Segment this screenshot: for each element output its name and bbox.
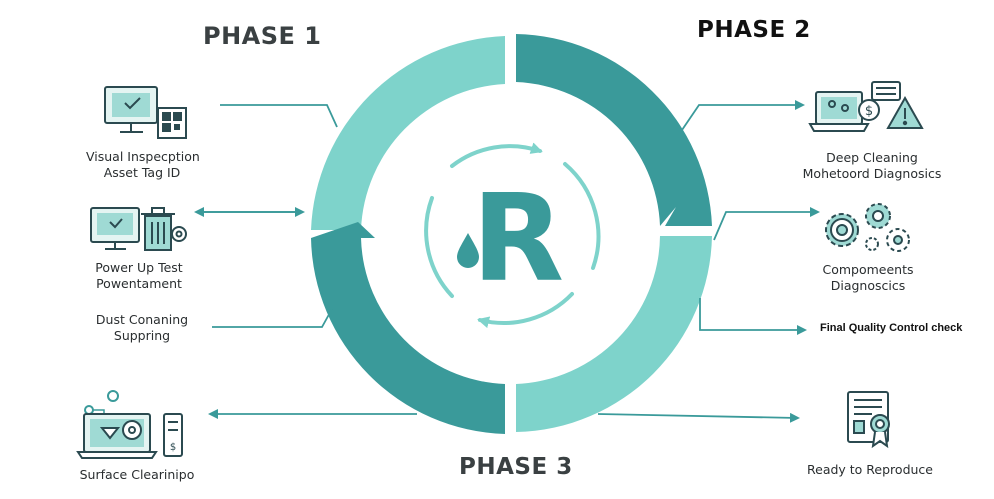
ring-segment-bottom-right — [516, 236, 712, 432]
left-connectors — [194, 104, 417, 419]
connector-visual-inspection — [220, 104, 338, 128]
cycle-ring — [311, 34, 712, 434]
ring-segment-top-left — [311, 36, 505, 230]
ring-segment-bottom-left — [311, 222, 505, 434]
connector-ready — [597, 412, 800, 423]
inner-cycle-arrows — [424, 142, 601, 329]
step-surface-cleaning: Surface Clearinipo — [64, 467, 210, 483]
step-label-line: Surface Clearinipo — [79, 467, 195, 482]
laptop-warning-icon: $ — [808, 81, 924, 132]
inner-arrow-left — [424, 196, 454, 298]
step-label-line: Diagnoscics — [830, 278, 906, 293]
svg-text:$: $ — [865, 104, 873, 119]
connector-deep-cleaning — [681, 100, 805, 131]
step-final-quality-control: Final Quality Control check — [820, 322, 963, 334]
step-label-line: Power Up Test — [95, 260, 183, 275]
laptop-gear-device-icon: $ — [76, 390, 183, 459]
step-power-up-test: Power Up Test Powentament — [84, 260, 194, 292]
certificate-icon — [847, 391, 890, 449]
step-label-line: Compomeents — [822, 262, 914, 277]
inner-arrow-top — [450, 142, 543, 168]
step-visual-inspection: Visual Inspecption Asset Tag ID — [86, 149, 200, 181]
connector-components — [713, 207, 820, 241]
step-label-line: Deep Cleaning — [826, 150, 918, 165]
step-components-diagnostics: Compomeents Diagnoscics — [812, 262, 924, 294]
monitor-trash-gear-icon — [90, 207, 187, 251]
step-label-line: Dust Conaning — [95, 312, 189, 327]
step-label-line: Ready to Reproduce — [807, 462, 933, 477]
monitor-qr-icon — [104, 86, 187, 139]
inner-arrow-bottom — [477, 292, 574, 329]
step-label-line: Asset Tag ID — [103, 165, 181, 180]
step-label-line: Powentament — [96, 276, 182, 291]
step-label-line: Mohetoord Diagnosics — [802, 166, 942, 181]
inner-arrow-right — [563, 162, 601, 270]
svg-text:$: $ — [170, 442, 176, 453]
r-logo: R — [457, 170, 564, 309]
phase-2-title: PHASE 2 — [697, 17, 811, 43]
connector-dust-cleaning — [212, 308, 333, 328]
gears-icon — [825, 203, 910, 252]
step-label-line: Visual Inspecption — [86, 149, 200, 164]
step-label-line: Suppring — [113, 328, 171, 343]
step-deep-cleaning: Deep Cleaning Mohetoord Diagnosics — [796, 150, 948, 182]
ring-segment-top-right — [516, 34, 712, 226]
water-drop-icon — [457, 233, 479, 268]
step-dust-cleaning: Dust Conaning Suppring — [88, 312, 196, 344]
right-connectors — [597, 100, 820, 423]
step-ready-to-reproduce: Ready to Reproduce — [800, 462, 940, 478]
phase-1-title: PHASE 1 — [203, 22, 322, 50]
connector-final-qc — [699, 298, 807, 335]
center-letter: R — [472, 170, 564, 309]
phase-3-title: PHASE 3 — [459, 454, 573, 480]
